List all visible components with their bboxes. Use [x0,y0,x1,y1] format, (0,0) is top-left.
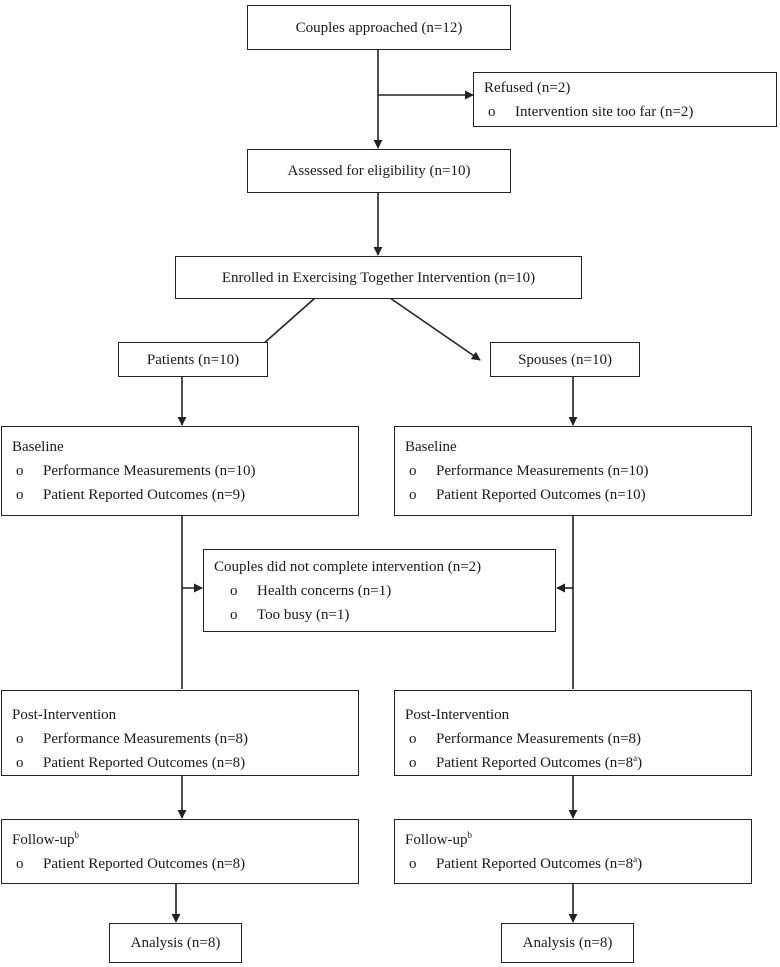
assessed-label: Assessed for eligibility (n=10) [287,163,471,179]
refused-item-text: Intervention site too far (n=2) [515,104,694,120]
followup-spouses-title-text: Follow-up [405,832,468,848]
refused-box: Refused (n=2) o Intervention site too fa… [473,72,777,127]
bullet-icon: o [409,463,417,479]
followup-patients-item: o Patient Reported Outcomes (n=8) [12,852,348,876]
bullet-icon: o [230,607,238,623]
bullet-icon: o [409,487,417,503]
post-patients-item: o Performance Measurements (n=8) [12,727,348,751]
followup-spouses-title: Follow-upb [405,828,741,852]
enrolled-box: Enrolled in Exercising Together Interven… [175,256,582,299]
baseline-spouses-item-text: Performance Measurements (n=10) [436,463,649,479]
post-patients-title: Post-Intervention [12,707,117,723]
baseline-patients-box: Baseline o Performance Measurements (n=1… [1,426,359,516]
bullet-icon: o [16,463,24,479]
followup-patients-title-text: Follow-up [12,832,75,848]
baseline-patients-title: Baseline [12,439,64,455]
bullet-icon: o [409,856,417,872]
baseline-patients-item: o Patient Reported Outcomes (n=9) [12,483,348,507]
baseline-spouses-item: o Performance Measurements (n=10) [405,459,741,483]
baseline-patients-item: o Performance Measurements (n=10) [12,459,348,483]
dropout-box: Couples did not complete intervention (n… [203,549,556,632]
bullet-icon: o [409,755,417,771]
bullet-icon: o [16,755,24,771]
dropout-item: o Health concerns (n=1) [214,579,545,603]
spouses-box: Spouses (n=10) [490,342,640,377]
couples-approached-box: Couples approached (n=12) [247,5,511,50]
post-patients-item: o Patient Reported Outcomes (n=8) [12,751,348,775]
post-spouses-item-text: Performance Measurements (n=8) [436,731,642,747]
analysis-patients-label: Analysis (n=8) [130,935,221,951]
followup-patients-item-text: Patient Reported Outcomes (n=8) [43,856,246,872]
post-spouses-title: Post-Intervention [405,707,510,723]
dropout-title: Couples did not complete intervention (n… [214,559,482,575]
spouses-label: Spouses (n=10) [518,351,612,368]
bullet-icon: o [16,856,24,872]
footnote-b-marker: b [467,830,473,840]
baseline-patients-item-text: Performance Measurements (n=10) [43,463,256,479]
post-patients-item-text: Patient Reported Outcomes (n=8) [43,755,246,771]
post-spouses-item: o Patient Reported Outcomes (n=8a) [405,751,741,775]
followup-patients-box: Follow-upb o Patient Reported Outcomes (… [1,819,359,884]
baseline-spouses-box: Baseline o Performance Measurements (n=1… [394,426,752,516]
bullet-icon: o [488,104,496,120]
footnote-b-marker: b [74,830,80,840]
enrolled-label: Enrolled in Exercising Together Interven… [221,269,536,286]
baseline-spouses-item: o Patient Reported Outcomes (n=10) [405,483,741,507]
followup-spouses-item-tail: ) [637,856,643,872]
analysis-spouses-box: Analysis (n=8) [501,923,634,963]
arrow-enrolled-to-spouses [389,297,481,361]
patients-label: Patients (n=10) [146,351,240,368]
followup-spouses-box: Follow-upb o Patient Reported Outcomes (… [394,819,752,884]
bullet-icon: o [230,583,238,599]
bullet-icon: o [16,487,24,503]
post-spouses-item-tail: ) [637,755,643,771]
dropout-item-text: Too busy (n=1) [257,607,350,623]
baseline-spouses-title: Baseline [405,439,457,455]
refused-title: Refused (n=2) [484,80,571,96]
followup-patients-title: Follow-upb [12,828,348,852]
baseline-patients-item-text: Patient Reported Outcomes (n=9) [43,487,246,503]
couples-approached-label: Couples approached (n=12) [295,19,463,36]
post-intervention-patients-box: Post-Intervention o Performance Measurem… [1,690,359,776]
followup-spouses-item: o Patient Reported Outcomes (n=8a) [405,852,741,876]
assessed-box: Assessed for eligibility (n=10) [247,149,511,193]
bullet-icon: o [16,731,24,747]
post-patients-item-text: Performance Measurements (n=8) [43,731,249,747]
dropout-item: o Too busy (n=1) [214,603,545,627]
post-spouses-item-text: Patient Reported Outcomes (n=8 [436,755,634,771]
patients-box: Patients (n=10) [118,342,268,377]
dropout-item-text: Health concerns (n=1) [257,583,392,599]
followup-spouses-item-text: Patient Reported Outcomes (n=8 [436,856,634,872]
post-spouses-item: o Performance Measurements (n=8) [405,727,741,751]
baseline-spouses-item-text: Patient Reported Outcomes (n=10) [436,487,646,503]
analysis-spouses-label: Analysis (n=8) [522,935,613,951]
analysis-patients-box: Analysis (n=8) [109,923,242,963]
footnote-a-marker: a [633,753,638,763]
footnote-a-marker: a [633,854,638,864]
refused-item: o Intervention site too far (n=2) [484,100,766,124]
bullet-icon: o [409,731,417,747]
post-intervention-spouses-box: Post-Intervention o Performance Measurem… [394,690,752,776]
